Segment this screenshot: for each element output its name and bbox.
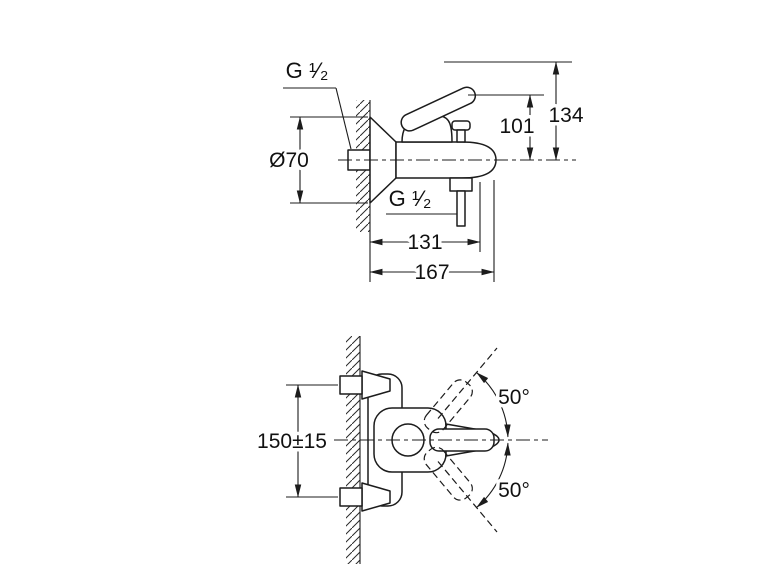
thread-top-leader xyxy=(335,87,352,150)
dimension-inlet-spacing: 150±15 xyxy=(254,384,338,498)
dimension-flange-diameter: Ø70 xyxy=(266,116,368,204)
swivel-axis-upper xyxy=(437,347,498,419)
dimension-height-134: 134 xyxy=(444,61,587,161)
dimension-angle-lower: 50° xyxy=(476,442,533,508)
lever-handle-side xyxy=(400,86,477,132)
dimension-label-angle-upper: 50° xyxy=(498,386,530,409)
angle-arc-lower xyxy=(476,442,511,508)
wall-section-plan xyxy=(346,336,361,564)
faucet-side-profile xyxy=(338,86,576,227)
shower-outlet-fitting xyxy=(449,177,473,192)
inlet-union-lower-plan xyxy=(339,487,363,507)
dimension-thread-bottom: G ¹⁄₂ xyxy=(385,183,457,215)
dimension-label-thread-bottom: G ¹⁄₂ xyxy=(389,186,432,211)
dimension-angle-upper: 50° xyxy=(476,372,533,438)
dimension-label-height-134: 134 xyxy=(548,104,583,127)
wall-hatching-plan xyxy=(346,336,360,564)
dimension-depth-167: 167 xyxy=(369,180,495,288)
shower-outlet-pipe xyxy=(456,190,466,227)
dimension-depth-131: 131 xyxy=(369,182,481,258)
angle-arc-upper xyxy=(476,372,511,438)
inlet-union-upper-plan xyxy=(339,375,363,395)
diverter-knob-stem xyxy=(456,129,466,143)
dimension-label-depth-167: 167 xyxy=(414,261,449,284)
swivel-axis-lower xyxy=(437,461,498,533)
dimension-label-flange-diameter: Ø70 xyxy=(269,149,309,172)
dimension-label-angle-lower: 50° xyxy=(498,479,530,502)
dimension-label-height-101: 101 xyxy=(499,115,534,138)
side-view-drawing: G ¹⁄₂ Ø70 101 134 xyxy=(266,55,588,288)
dimension-height-101: 101 xyxy=(468,94,544,161)
dimension-label-inlet-spacing: 150±15 xyxy=(257,430,327,453)
dimension-label-depth-131: 131 xyxy=(407,231,442,254)
diverter-knob-cap xyxy=(451,120,471,131)
lever-swivel-ghosts xyxy=(423,347,498,533)
wall-section-side xyxy=(356,100,371,282)
dimension-label-thread-top: G ¹⁄₂ xyxy=(286,58,329,83)
plan-view-drawing: 150±15 50° 50° xyxy=(254,336,548,564)
dimension-thread-top: G ¹⁄₂ xyxy=(282,55,352,150)
